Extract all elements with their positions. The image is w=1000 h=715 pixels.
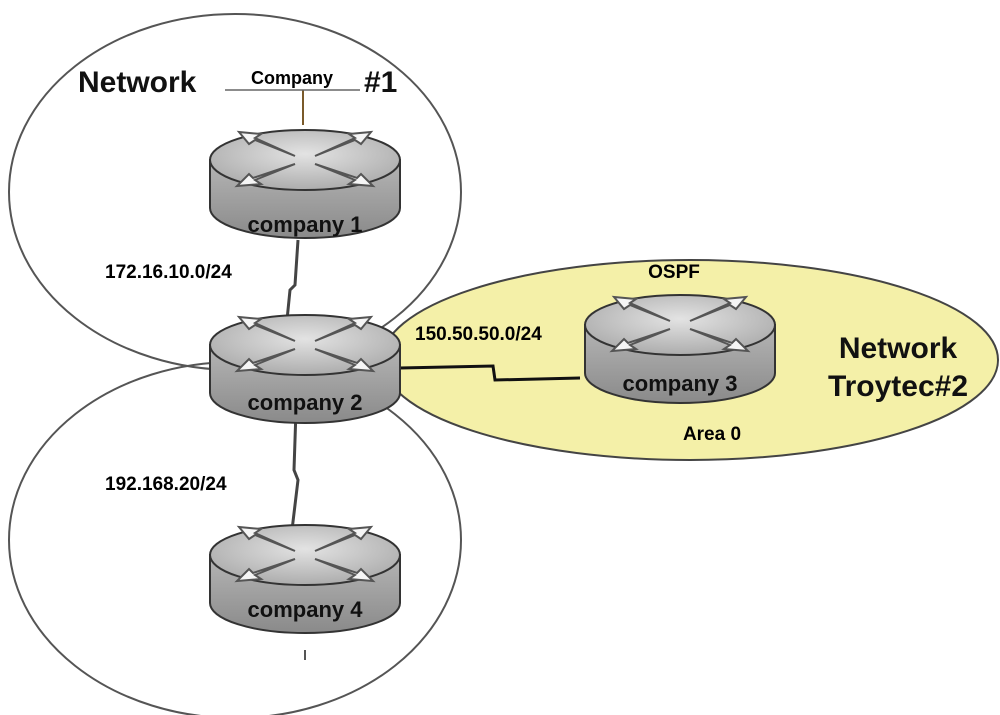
router-label-company2: company 2 — [248, 390, 363, 415]
router-label-company1: company 1 — [248, 212, 363, 237]
subnet-c2-c3: 150.50.50.0/24 — [415, 324, 542, 345]
company-cloud-box — [222, 62, 362, 90]
area-label: Area 0 — [683, 424, 741, 445]
network2-line1: Network — [839, 332, 958, 365]
router-label-company4: company 4 — [248, 597, 364, 622]
network2-line2: Troytec#2 — [828, 370, 968, 403]
subnet-c2-c4: 192.168.20/24 — [105, 474, 227, 495]
network1-prefix: Network — [78, 66, 197, 99]
router-company1[interactable]: company 1 — [209, 129, 401, 239]
router-company2[interactable]: company 2 — [209, 314, 401, 424]
link-company2-company3 — [399, 364, 581, 382]
network1-suffix: #1 — [364, 66, 397, 99]
link-company2-company4 — [290, 409, 300, 531]
network1-name: Company — [251, 68, 333, 88]
subnet-c1-c2: 172.16.10.0/24 — [105, 262, 232, 283]
link-company1-company2 — [284, 239, 300, 331]
router-company4[interactable]: company 4 — [209, 524, 401, 634]
router-company3[interactable]: company 3 — [584, 294, 776, 404]
router-label-company3: company 3 — [623, 371, 738, 396]
ospf-label: OSPF — [648, 262, 700, 283]
